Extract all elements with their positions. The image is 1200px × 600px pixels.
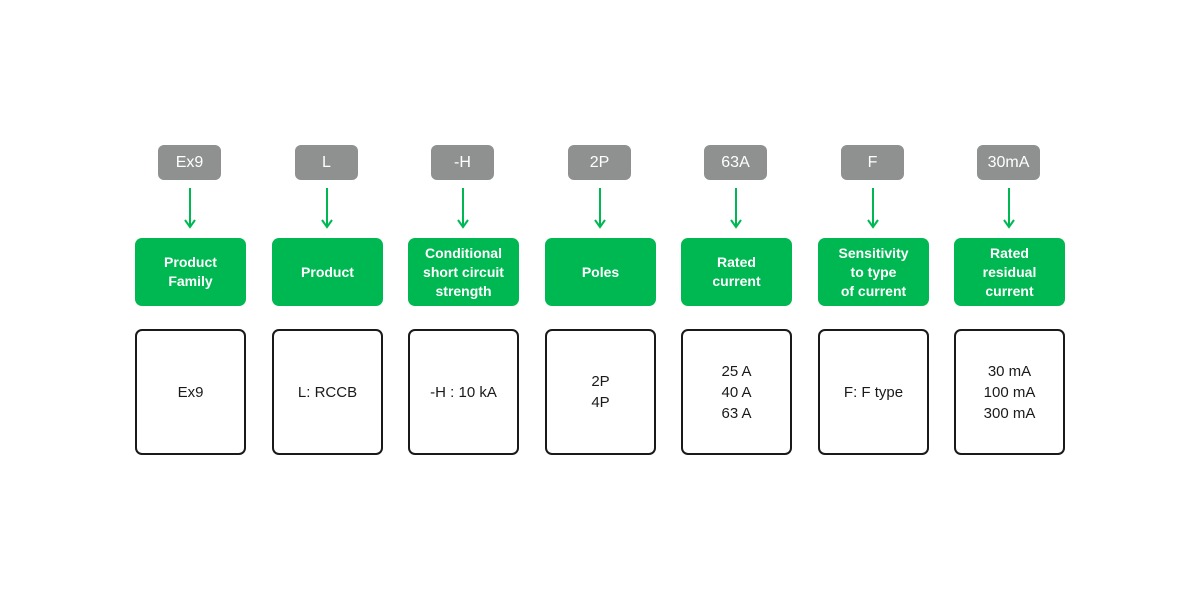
arrow-down-icon (867, 188, 879, 229)
code-badge: 30mA (977, 145, 1040, 180)
code-badge: 63A (704, 145, 767, 180)
code-badge: Ex9 (158, 145, 221, 180)
value-text: 25 A 40 A 63 A (721, 362, 752, 422)
value-box: Ex9 (135, 329, 246, 455)
value-text: 2P 4P (591, 373, 610, 411)
arrow-down-icon (457, 188, 469, 229)
category-label-text: Rated current (712, 254, 761, 289)
code-badge: F (841, 145, 904, 180)
value-box: 25 A 40 A 63 A (681, 329, 792, 455)
arrow-down-icon (1003, 188, 1015, 229)
code-text: 63A (721, 153, 750, 171)
code-text: 30mA (987, 153, 1030, 171)
code-badge: -H (431, 145, 494, 180)
category-label-text: Poles (581, 263, 620, 280)
column-product: L Product L: RCCB (272, 0, 383, 600)
arrow-down-icon (730, 188, 742, 229)
value-text: 30 mA 100 mA 300 mA (983, 362, 1036, 422)
column-product-family: Ex9 Product Family Ex9 (135, 0, 246, 600)
code-text: Ex9 (175, 153, 204, 171)
value-box: 2P 4P (545, 329, 656, 455)
value-box: F: F type (818, 329, 929, 455)
arrow-down-icon (184, 188, 196, 229)
code-text: 2P (589, 153, 610, 171)
arrow-down-icon (594, 188, 606, 229)
code-badge: L (295, 145, 358, 180)
category-label: Rated current (681, 238, 792, 306)
category-label: Conditional short circuit strength (408, 238, 519, 306)
code-text: F (867, 153, 878, 171)
column-rated-residual-current: 30mA Rated residual current 30 mA 100 mA… (954, 0, 1065, 600)
value-text: L: RCCB (297, 383, 358, 401)
category-label: Rated residual current (954, 238, 1065, 306)
code-badge: 2P (568, 145, 631, 180)
arrow-down-icon (321, 188, 333, 229)
category-label-text: Sensitivity to type of current (838, 244, 909, 299)
category-label: Product Family (135, 238, 246, 306)
column-rated-current: 63A Rated current 25 A 40 A 63 A (681, 0, 792, 600)
category-label-text: Conditional short circuit strength (423, 244, 504, 299)
value-text: F: F type (843, 383, 904, 401)
category-label-text: Product (301, 263, 354, 280)
value-box: -H : 10 kA (408, 329, 519, 455)
code-text: L (322, 153, 331, 171)
column-short-circuit-strength: -H Conditional short circuit strength -H… (408, 0, 519, 600)
category-label: Product (272, 238, 383, 306)
value-box: L: RCCB (272, 329, 383, 455)
category-label-text: Product Family (164, 254, 217, 289)
category-label: Poles (545, 238, 656, 306)
column-poles: 2P Poles 2P 4P (545, 0, 656, 600)
value-box: 30 mA 100 mA 300 mA (954, 329, 1065, 455)
code-text: -H (454, 153, 471, 171)
category-label: Sensitivity to type of current (818, 238, 929, 306)
category-label-text: Rated residual current (982, 244, 1037, 299)
value-text: Ex9 (177, 383, 204, 401)
value-text: -H : 10 kA (430, 383, 497, 401)
column-sensitivity: F Sensitivity to type of current F: F ty… (818, 0, 929, 600)
